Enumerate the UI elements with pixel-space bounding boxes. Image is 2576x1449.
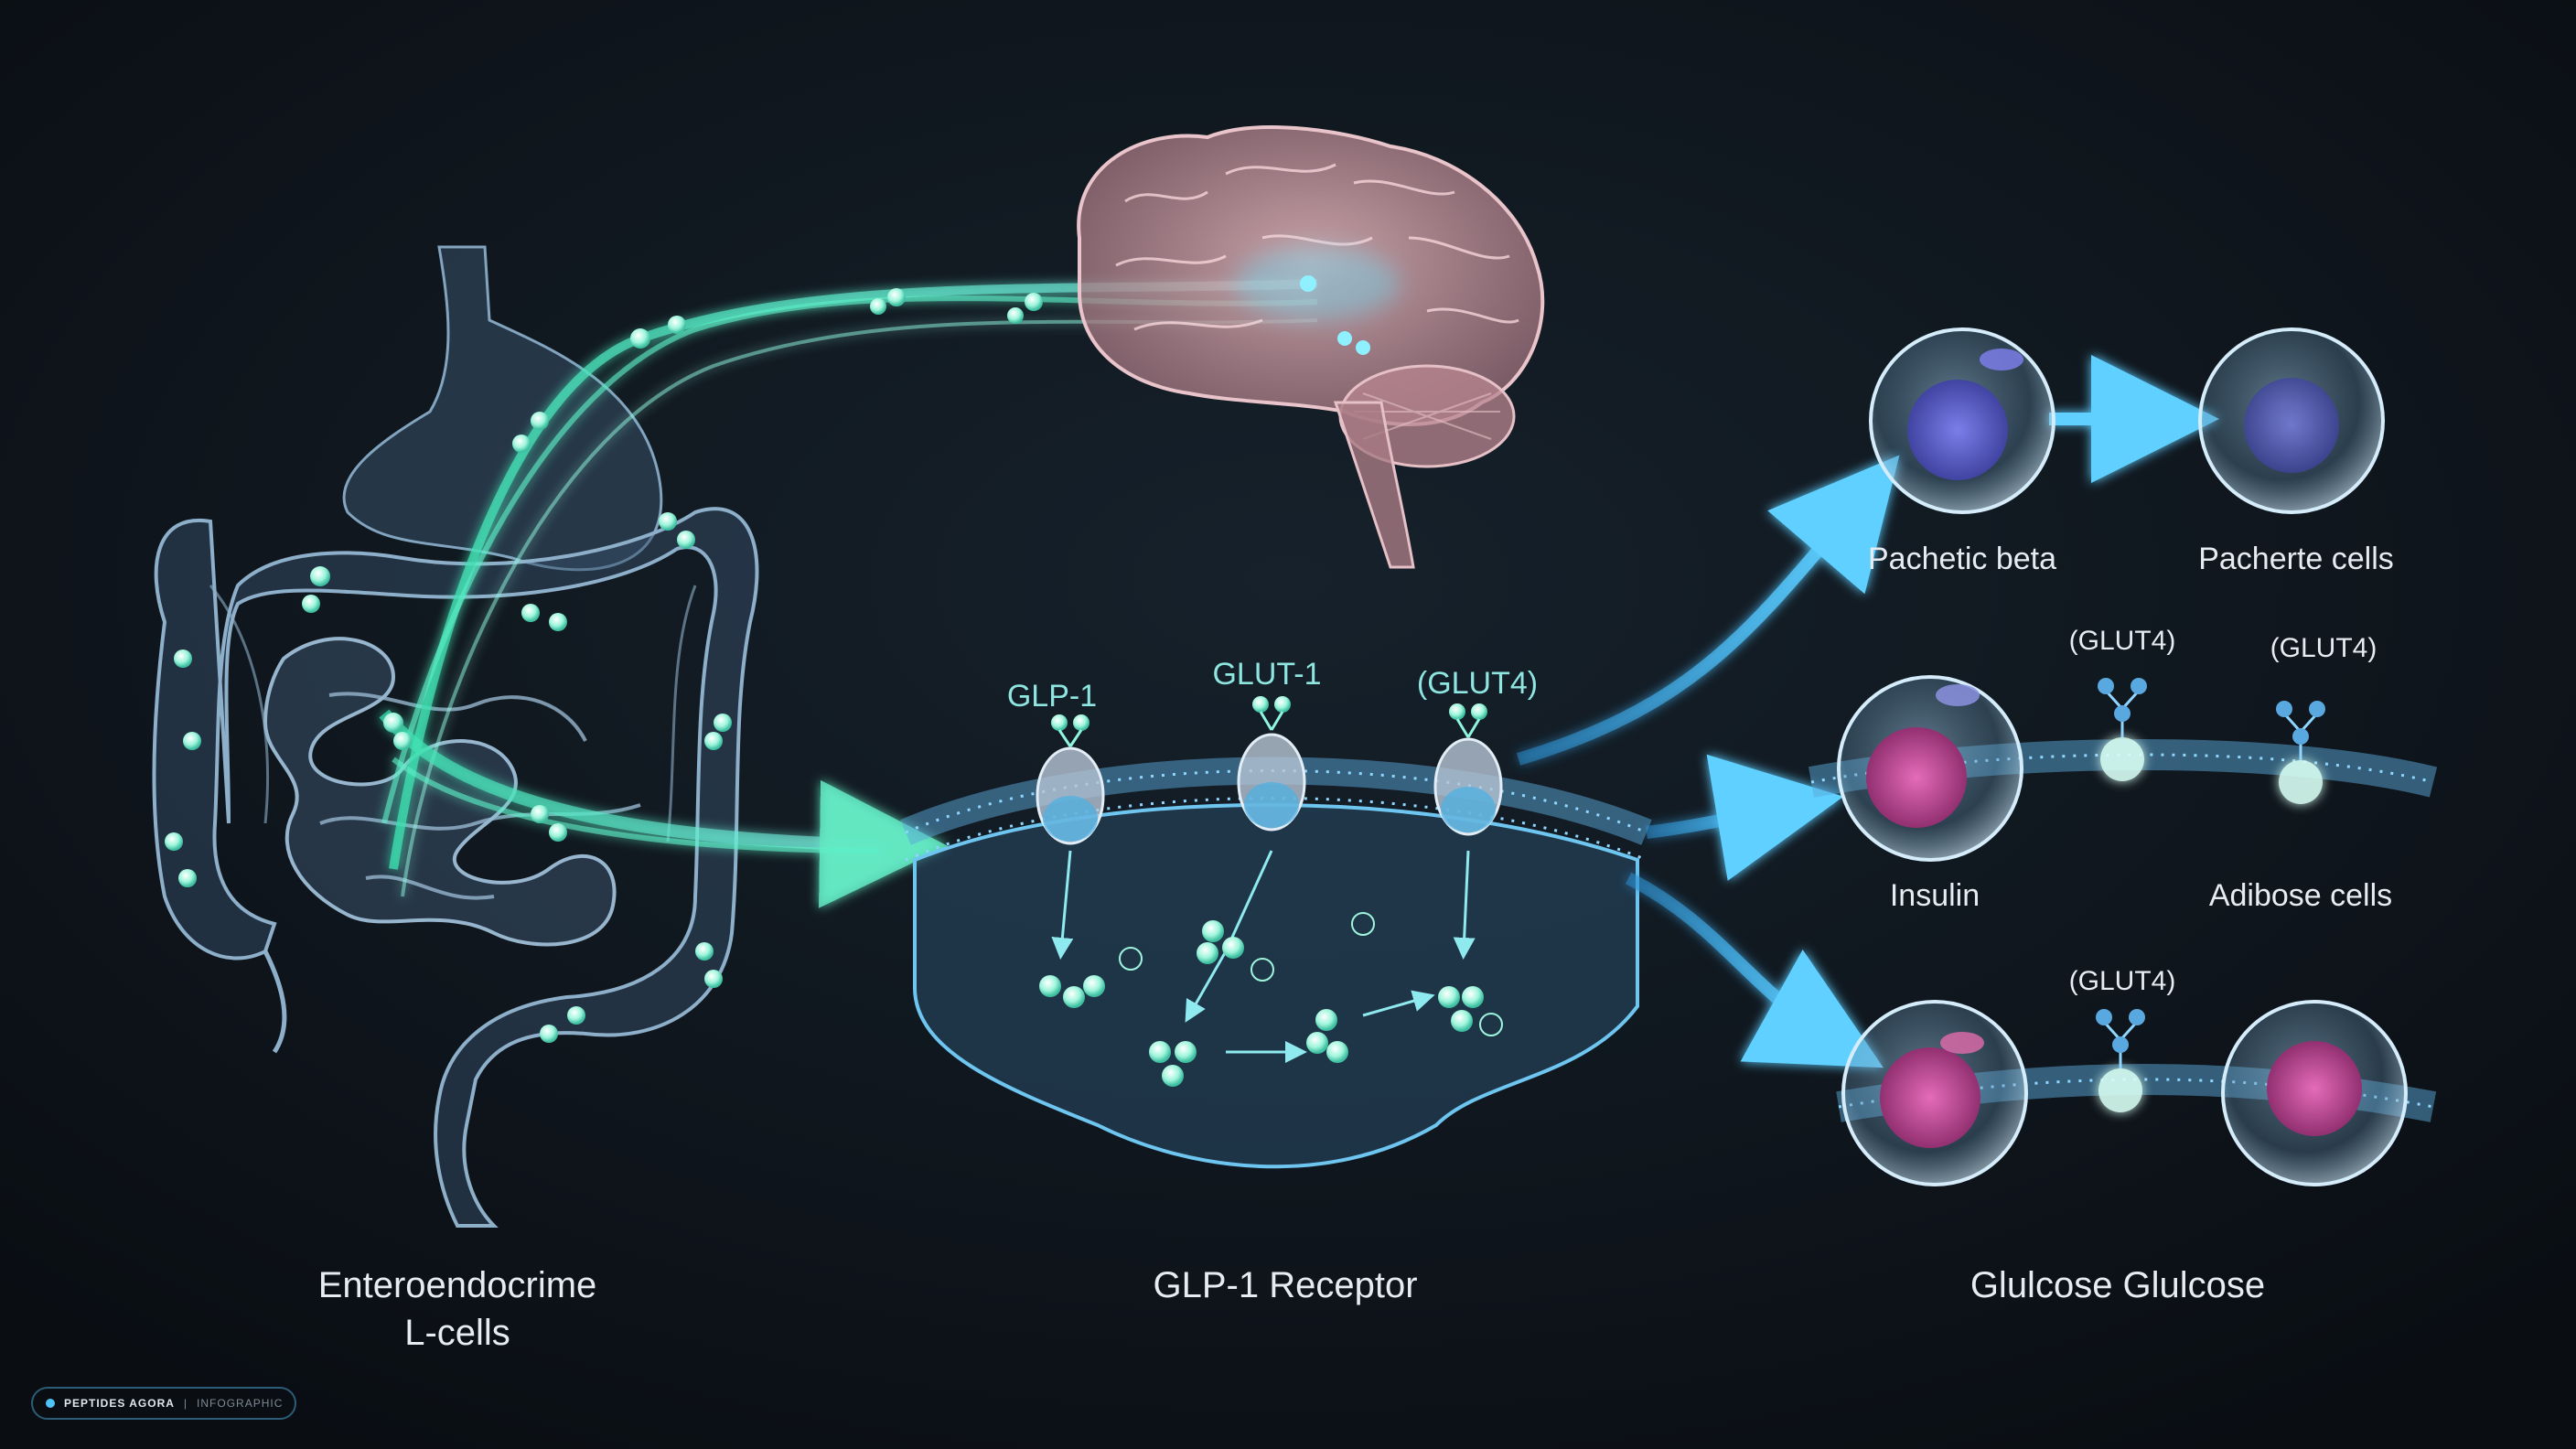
brand-separator: |	[183, 1397, 188, 1410]
receptor-icon	[1036, 733, 1503, 845]
brand-name: PEPTIDES AGORA	[64, 1397, 175, 1410]
glp1-label: GLP-1	[1006, 679, 1098, 714]
brand-badge: PEPTIDES AGORA | INFOGRAPHIC	[31, 1387, 296, 1420]
receptor-label: GLP-1 Receptor	[1153, 1265, 1418, 1305]
cell-membrane-icon	[900, 696, 1652, 1169]
intestine-icon	[152, 245, 759, 1228]
hormone-beads	[165, 288, 1043, 1043]
insulin-label: Insulin	[1889, 878, 1980, 913]
glut4-label-c: (GLUT4)	[2068, 966, 2176, 996]
membrane-glucose	[1836, 1000, 2437, 1186]
glut4-label-a: (GLUT4)	[2068, 626, 2176, 656]
signaling-cascade	[1039, 850, 1503, 1087]
molecule-icon	[1051, 696, 1487, 747]
brand-type: INFOGRAPHIC	[197, 1397, 284, 1410]
pancreatic-cells-label: Pacherte cells	[2198, 542, 2394, 576]
membrane-insulin-adipose	[1808, 675, 2438, 862]
brain-icon	[1077, 125, 1545, 569]
adipose-label: Adibose cells	[2208, 878, 2393, 913]
l-cells-label-line2: L-cells	[404, 1313, 510, 1353]
glut1-label: GLUT-1	[1212, 657, 1322, 692]
l-cells-label-line1: Enteroendocrime	[317, 1265, 597, 1305]
arrow-icon	[1516, 355, 2219, 1068]
glut4-membrane-label: (GLUT4)	[1416, 666, 1539, 701]
brand-dot-icon	[46, 1399, 55, 1408]
cell-icon	[1869, 327, 2385, 514]
glut4-label-b: (GLUT4)	[2270, 633, 2377, 663]
pancreatic-beta-label: Pachetic beta	[1867, 542, 2057, 576]
glucose-label: Glulcose Glulcose	[1970, 1265, 2266, 1305]
